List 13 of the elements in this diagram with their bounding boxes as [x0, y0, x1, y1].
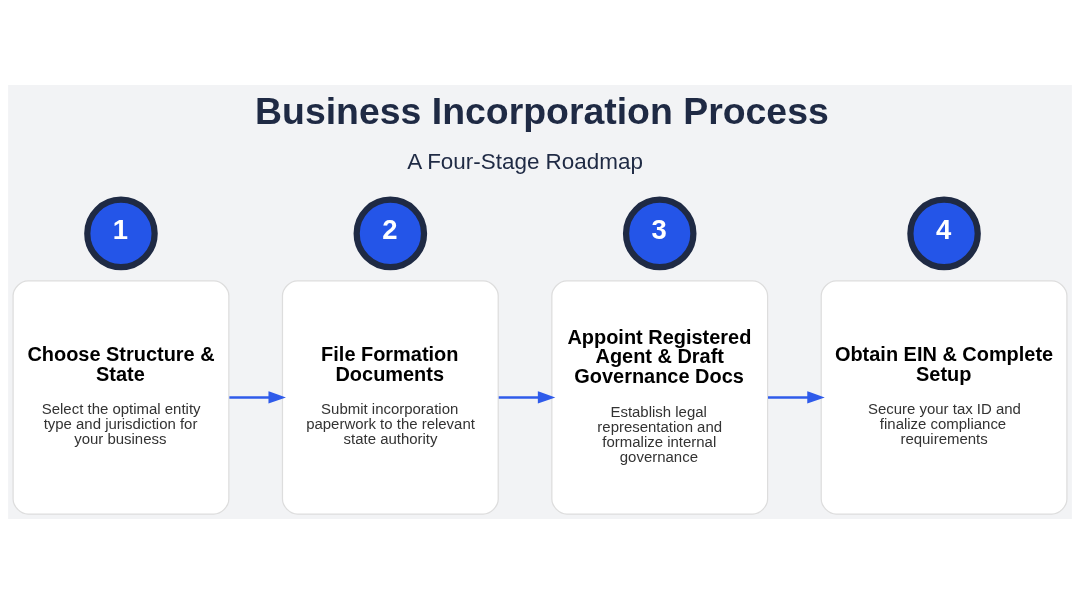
node-circle: 4	[907, 196, 981, 270]
node-box: Choose Structure & State Select the optimal entity type and jurisdiction for your business	[12, 279, 230, 515]
arrow	[498, 390, 556, 404]
label: A Four-Stage Roadmap	[407, 148, 643, 174]
node-box: Obtain EIN & Complete Setup Secure your tax ID and finalize compliance requirements	[820, 279, 1068, 515]
node-circle: 3	[622, 196, 697, 270]
arrow	[229, 390, 286, 404]
node-box: Appoint Registered Agent & Draft Governance Docs Establish legal representation and formalize internal governance	[551, 279, 769, 515]
node-circle: 2	[353, 196, 428, 270]
arrow	[768, 390, 825, 404]
diagram-title: Business Incorporation Process	[255, 89, 829, 132]
node-circle: 1	[84, 196, 158, 270]
node-box: File Formation Documents Submit incorporation paperwork to the relevant state authority	[281, 279, 499, 515]
